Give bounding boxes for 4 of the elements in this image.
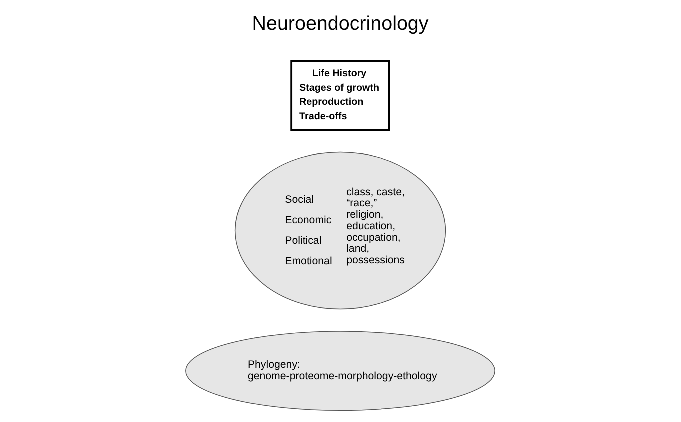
label: Neuroendocrinology <box>252 13 429 36</box>
node-box: Life History Stages of growth Reproduction Trade-offs <box>290 60 390 132</box>
node-ellipse: Phylogeny: genome-proteome-morphology-ethology <box>186 331 496 412</box>
node-ellipse: Social Economic Political Emotional class, caste, “race,” religion, education, occupation, land, possessions <box>234 152 446 310</box>
